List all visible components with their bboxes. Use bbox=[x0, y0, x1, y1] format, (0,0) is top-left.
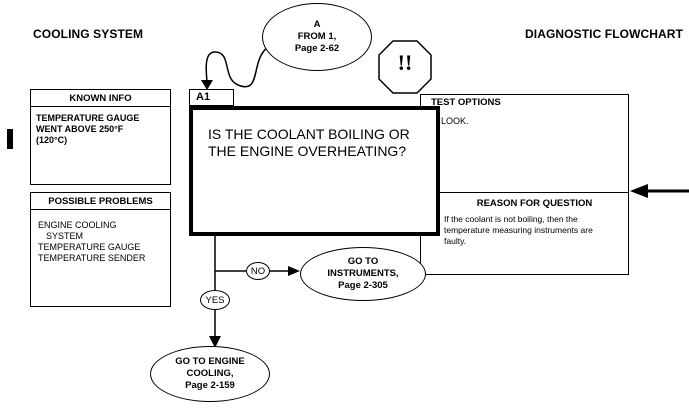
reason-title: REASON FOR QUESTION bbox=[476, 198, 593, 209]
test-options-title: TEST OPTIONS bbox=[431, 97, 501, 108]
goto-instruments-line3: Page 2-305 bbox=[338, 280, 388, 291]
yes-label-text: YES bbox=[205, 294, 225, 306]
from-bubble-line2: FROM 1, bbox=[297, 31, 337, 42]
question-line2: THE ENGINE OVERHEATING? bbox=[208, 143, 407, 159]
known-info-box: KNOWN INFO TEMPERATURE GAUGE WENT ABOVE … bbox=[30, 89, 171, 185]
chart-title: DIAGNOSTIC FLOWCHART bbox=[525, 27, 683, 41]
problem-item: TEMPERATURE GAUGE bbox=[38, 242, 141, 252]
goto-instruments-bubble[interactable]: GO TO INSTRUMENTS, Page 2-305 bbox=[300, 247, 426, 301]
right-input-arrowhead bbox=[630, 184, 648, 198]
caution-octagon bbox=[378, 40, 432, 94]
reason-text: If the coolant is not boiling, then the … bbox=[444, 214, 593, 246]
from-bubble-line3: Page 2-62 bbox=[294, 43, 340, 54]
question-line1: IS THE COOLANT BOILING OR bbox=[208, 126, 410, 142]
reason-divider bbox=[440, 192, 629, 193]
no-label-text: NO bbox=[250, 265, 266, 277]
yes-branch-arrowhead bbox=[209, 336, 221, 348]
goto-engine-cooling-line3: Page 2-159 bbox=[185, 380, 235, 391]
known-info-title: KNOWN INFO bbox=[31, 90, 170, 107]
goto-instruments-line1: GO TO bbox=[347, 256, 379, 267]
page-edge-tab bbox=[7, 129, 13, 149]
from-connector-arrowhead bbox=[201, 80, 213, 90]
possible-problems-list: ENGINE COOLING SYSTEM TEMPERATURE GAUGE … bbox=[31, 210, 170, 264]
question-box: IS THE COOLANT BOILING OR THE ENGINE OVE… bbox=[189, 106, 440, 236]
problem-item: SYSTEM bbox=[46, 231, 84, 241]
section-title: COOLING SYSTEM bbox=[33, 27, 144, 41]
from-bubble-line1: A bbox=[313, 19, 321, 30]
caution-icon: !! bbox=[397, 50, 413, 75]
goto-engine-cooling-line1: GO TO ENGINE bbox=[175, 356, 245, 367]
no-label: NO bbox=[246, 262, 270, 280]
goto-instruments-line2: INSTRUMENTS, bbox=[327, 268, 399, 279]
test-options-text: LOOK. bbox=[441, 116, 469, 126]
goto-engine-cooling-bubble[interactable]: GO TO ENGINE COOLING, Page 2-159 bbox=[150, 346, 270, 402]
goto-engine-cooling-line2: COOLING, bbox=[186, 368, 234, 379]
step-label: A1 bbox=[189, 89, 234, 106]
known-info-text: TEMPERATURE GAUGE WENT ABOVE 250°F (120°… bbox=[36, 113, 140, 145]
possible-problems-title: POSSIBLE PROBLEMS bbox=[31, 193, 170, 210]
yes-label: YES bbox=[200, 290, 230, 310]
from-connector-line bbox=[205, 46, 269, 88]
from-bubble[interactable]: A FROM 1, Page 2-62 bbox=[262, 3, 372, 71]
problem-item: ENGINE COOLING bbox=[38, 220, 117, 230]
problem-item: TEMPERATURE SENDER bbox=[38, 253, 146, 263]
no-branch-arrowhead bbox=[288, 266, 300, 276]
test-options-box: TEST OPTIONS LOOK. bbox=[420, 94, 629, 275]
possible-problems-box: POSSIBLE PROBLEMS ENGINE COOLING SYSTEM … bbox=[30, 192, 171, 307]
